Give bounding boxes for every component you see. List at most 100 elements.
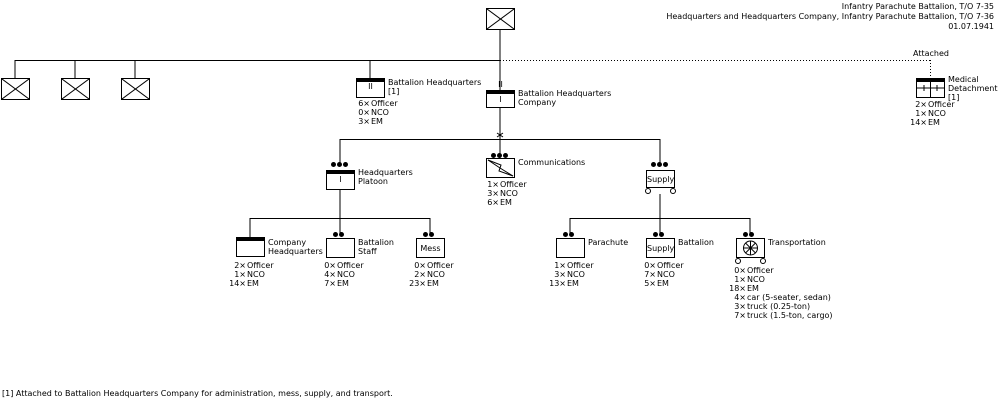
- mess-symbol-text: Mess: [420, 244, 441, 253]
- stat-unit: EM: [747, 284, 759, 293]
- stat-row: 14×EM: [229, 279, 274, 288]
- stat-count: 0×: [358, 108, 370, 117]
- stat-count: 0×: [414, 261, 426, 270]
- stat-row: 1×Officer: [482, 180, 526, 189]
- battalion-supply-symbol-text: Supply: [647, 244, 675, 253]
- attached-label: Attached: [913, 49, 949, 58]
- stat-count: 3×: [734, 302, 746, 311]
- transportation-symbol: [736, 238, 765, 258]
- stat-count: 13×: [549, 279, 566, 288]
- stat-count: 4×: [734, 293, 746, 302]
- infantry-company-symbol-2: [61, 78, 90, 100]
- parachute-size-dots: [563, 232, 574, 237]
- stat-row: 1×NCO: [229, 270, 274, 279]
- stat-count: 18×: [729, 284, 746, 293]
- stat-row: 7×NCO: [639, 270, 684, 279]
- stat-unit: EM: [567, 279, 579, 288]
- transportation-label: Transportation: [768, 238, 826, 247]
- stat-row: 0×Officer: [729, 266, 833, 275]
- stat-unit: NCO: [247, 270, 265, 279]
- battalion-supply-label: Battalion: [678, 238, 714, 247]
- stat-row: 5×EM: [639, 279, 684, 288]
- bn-hq-symbol-text: II: [368, 82, 373, 91]
- stat-count: 3×: [487, 189, 499, 198]
- transportation-size-dots: [743, 232, 754, 237]
- stat-unit: truck (1.5-ton, cargo): [747, 311, 833, 320]
- infantry-company-symbol-1: [1, 78, 30, 100]
- stat-row: 1×NCO: [729, 275, 833, 284]
- stat-count: 1×: [915, 109, 927, 118]
- stat-unit: Officer: [928, 100, 955, 109]
- stat-unit: EM: [657, 279, 669, 288]
- supply-platoon-symbol-text: Supply: [647, 175, 675, 184]
- stat-row: 1×Officer: [549, 261, 594, 270]
- stat-row: 14×EM: [910, 118, 955, 127]
- battalion-symbol: [486, 8, 515, 30]
- stat-count: 1×: [487, 180, 499, 189]
- stat-row: 6×EM: [482, 198, 527, 207]
- stat-row: 3×NCO: [549, 270, 594, 279]
- transportation-wheels: [735, 258, 766, 264]
- stat-row: 0×Officer: [409, 261, 454, 270]
- supply-platoon-symbol: Supply: [646, 170, 675, 188]
- stat-unit: Officer: [747, 266, 774, 275]
- stat-row: 3×EM: [353, 117, 398, 126]
- bn-hq-company-echelon: II: [498, 80, 503, 89]
- mess-symbol: Mess: [416, 238, 445, 258]
- stat-row: 18×EM: [729, 284, 833, 293]
- bn-hq-company-label: Battalion Headquarters Company: [518, 89, 612, 107]
- stat-unit: NCO: [427, 270, 445, 279]
- stat-row: 2×Officer: [229, 261, 273, 270]
- medical-detachment-label: Medical Detachment [1]: [948, 75, 998, 102]
- header-line-2: Headquarters and Headquarters Company, I…: [666, 12, 994, 21]
- stat-count: 7×: [734, 311, 746, 320]
- supply-platoon-wheels: [645, 188, 676, 194]
- communications-label: Communications: [518, 158, 586, 167]
- stat-count: 14×: [229, 279, 246, 288]
- stat-row: 0×Officer: [319, 261, 364, 270]
- stat-unit: NCO: [567, 270, 585, 279]
- stat-unit: EM: [247, 279, 259, 288]
- parachute-symbol: [556, 238, 585, 258]
- stat-count: 2×: [915, 100, 927, 109]
- header-line-1: Infantry Parachute Battalion, T/O 7-35: [841, 2, 994, 11]
- stat-count: 5×: [644, 279, 656, 288]
- stat-unit: Officer: [427, 261, 454, 270]
- stat-row: 1×NCO: [910, 109, 955, 118]
- medical-detachment-symbol: [916, 78, 945, 98]
- communications-size-dots: [491, 153, 508, 158]
- company-hq-label: Company Headquarters: [268, 238, 323, 256]
- stat-row: 4×NCO: [319, 270, 364, 279]
- stat-count: 0×: [324, 261, 336, 270]
- stat-row: 23×EM: [409, 279, 454, 288]
- bn-hq-label: Battalion Headquarters [1]: [388, 78, 482, 96]
- stat-count: 3×: [358, 117, 370, 126]
- stat-count: 7×: [324, 279, 336, 288]
- stat-count: 7×: [644, 270, 656, 279]
- stat-unit: EM: [371, 117, 383, 126]
- stat-row: 7×truck (1.5-ton, cargo): [729, 311, 833, 320]
- stat-unit: Officer: [337, 261, 364, 270]
- stat-unit: Officer: [567, 261, 594, 270]
- stat-row: 7×EM: [319, 279, 364, 288]
- battalion-supply-size-dots: [653, 232, 664, 237]
- stat-count: 0×: [644, 261, 656, 270]
- stat-row: 2×NCO: [409, 270, 454, 279]
- stat-unit: NCO: [928, 109, 946, 118]
- stat-row: 0×NCO: [353, 108, 398, 117]
- hq-platoon-label: Headquarters Platoon: [358, 168, 413, 186]
- stat-unit: Officer: [371, 99, 398, 108]
- supply-platoon-size-dots: [651, 162, 668, 167]
- stat-row: 3×truck (0.25-ton): [729, 302, 833, 311]
- mess-size-dots: [423, 232, 434, 237]
